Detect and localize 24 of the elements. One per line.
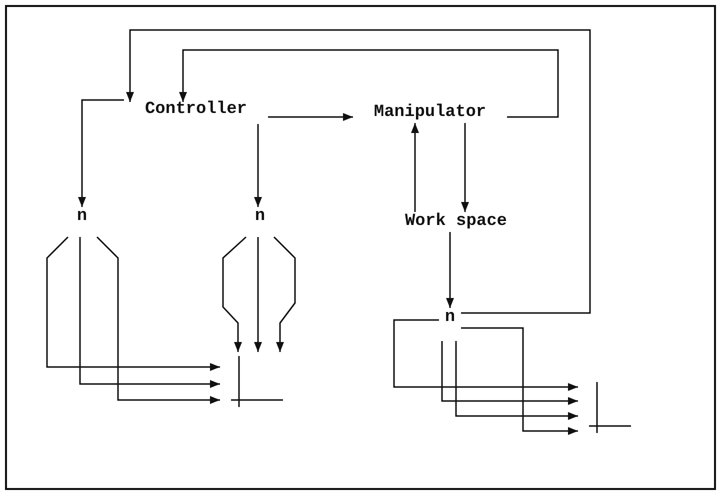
arrow xyxy=(461,123,469,212)
arrow xyxy=(222,236,246,352)
arrow xyxy=(254,124,262,207)
node-label: Controller xyxy=(124,100,268,124)
arrow xyxy=(441,341,578,405)
arrow xyxy=(273,236,296,352)
arrow xyxy=(411,123,419,212)
node-label: n xyxy=(242,207,278,237)
node-label: n xyxy=(64,207,100,237)
arrow xyxy=(96,236,220,404)
arrow xyxy=(254,237,262,352)
arrow xyxy=(393,319,578,391)
arrow xyxy=(78,99,124,207)
arrow xyxy=(446,232,454,308)
arrow xyxy=(126,29,591,314)
arrow xyxy=(79,237,220,388)
arrow xyxy=(461,327,578,435)
arrow xyxy=(268,113,353,121)
arrow xyxy=(46,236,220,371)
arrow xyxy=(455,341,578,420)
node-label: Manipulator xyxy=(353,103,507,123)
node-label: n xyxy=(439,308,461,341)
arrow xyxy=(179,49,559,118)
node-label: Work space xyxy=(386,212,526,232)
